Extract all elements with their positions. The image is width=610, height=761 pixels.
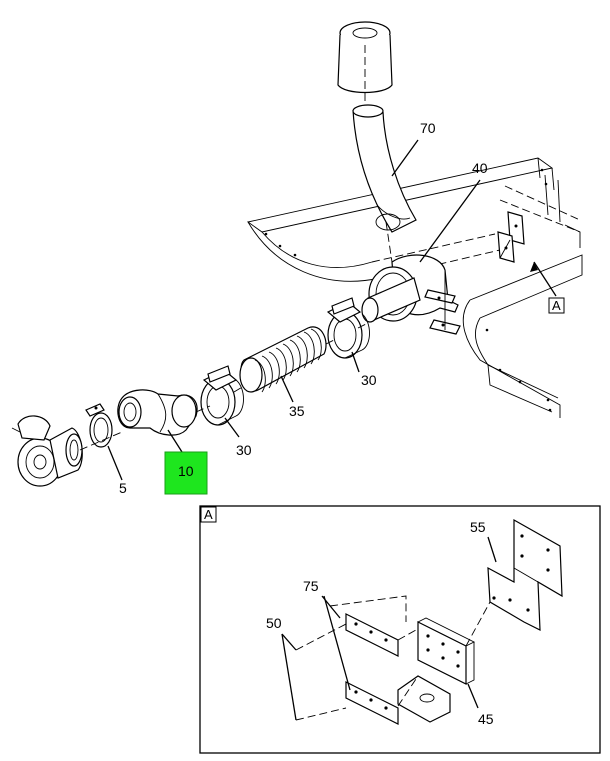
clamp-40 (361, 254, 461, 335)
callout-5: 5 (119, 480, 127, 496)
plates-75 (345, 613, 399, 725)
reference-box-A (548, 297, 565, 314)
callout-50: 50 (266, 615, 282, 631)
arrowhead-A (530, 262, 538, 272)
detail-view-A: A (199, 505, 601, 754)
callout-30-left: 30 (236, 442, 252, 458)
callout-30-right: 30 (361, 372, 377, 388)
elbow-10 (117, 389, 198, 436)
callout-75: 75 (303, 578, 319, 594)
clamp-30-right (326, 297, 370, 359)
callout-70: 70 (420, 120, 436, 136)
bracket-45 (397, 617, 476, 723)
leader-lines (107, 139, 557, 481)
callout-45: 45 (478, 711, 494, 727)
bracket-55 (487, 518, 563, 631)
detail-title-A: A (204, 507, 213, 522)
exhaust-tube-70 (337, 21, 417, 233)
band-clamp-5 (85, 403, 113, 448)
callout-40: 40 (472, 160, 488, 176)
highlight-box-10[interactable] (164, 451, 208, 495)
flex-hose-35 (239, 326, 327, 393)
callout-55: 55 (470, 519, 486, 535)
turbocharger (11, 415, 83, 487)
exhaust-centerlines (79, 221, 393, 451)
callout-35: 35 (289, 403, 305, 419)
callout-10[interactable]: 10 (178, 463, 194, 479)
reference-label-A: A (552, 298, 561, 313)
frame-bracket (497, 211, 525, 263)
clamp-30-left (200, 365, 244, 426)
